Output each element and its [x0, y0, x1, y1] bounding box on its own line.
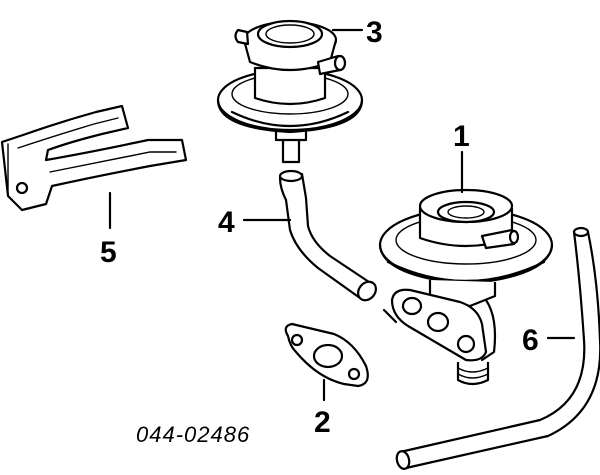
leader-lines [108, 28, 576, 402]
callout-1: 1 [453, 120, 470, 153]
callout-2: 2 [314, 406, 331, 439]
part-2-gasket [284, 322, 369, 388]
part-4-hose [278, 169, 377, 302]
part-5-bracket [0, 104, 188, 212]
callout-4: 4 [218, 206, 235, 239]
part-number-label: 044-02486 [136, 422, 250, 447]
callout-3: 3 [366, 16, 383, 49]
part-3-vacuum-valve [216, 19, 364, 164]
part-1-egr-valve [378, 188, 554, 386]
part-6-hose [395, 226, 600, 470]
callout-5: 5 [100, 236, 117, 269]
callout-6: 6 [522, 324, 539, 357]
